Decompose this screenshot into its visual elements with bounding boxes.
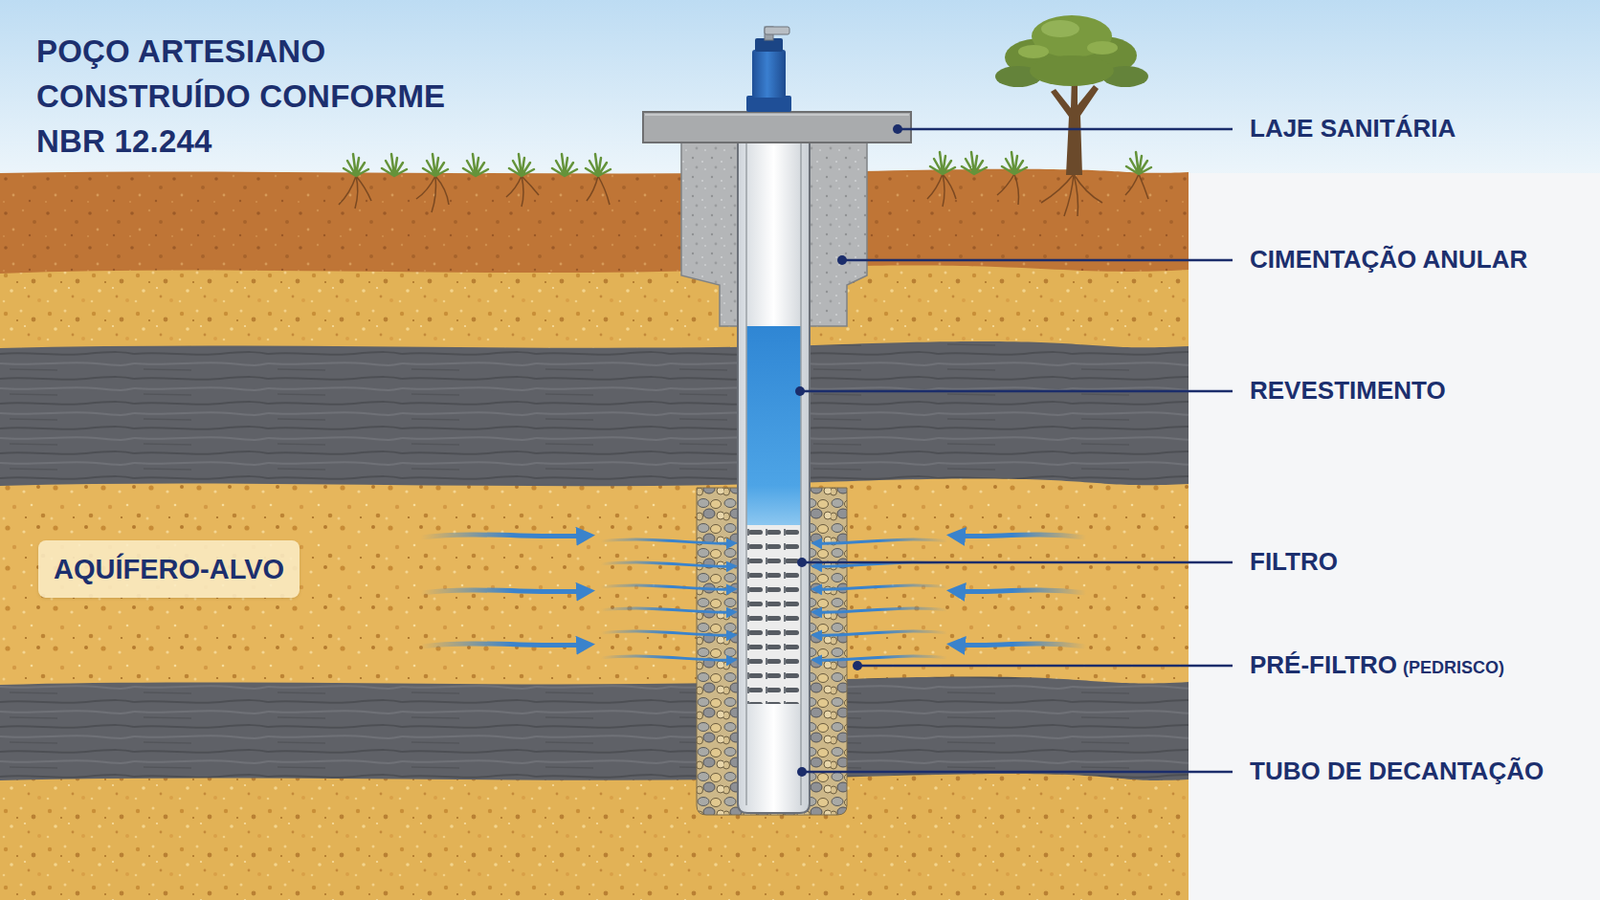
callout-label: REVESTIMENTO bbox=[1249, 376, 1446, 406]
callout-label: FILTRO bbox=[1249, 547, 1338, 578]
callout-label: CIMENTAÇÃO ANULAR bbox=[1249, 244, 1528, 275]
aquifer-tag: AQUÍFERO-ALVO bbox=[38, 540, 300, 599]
diagram-title: POÇO ARTESIANO CONSTRUÍDO CONFORME NBR 1… bbox=[36, 28, 515, 164]
callout-label: LAJE SANITÁRIA bbox=[1249, 113, 1456, 144]
region-label: AQUÍFERO-ALVO bbox=[53, 552, 285, 587]
callout-label: TUBO DE DECANTAÇÃO bbox=[1249, 756, 1544, 787]
callout-label: PRÉ-FILTRO bbox=[1249, 650, 1398, 681]
callout-label: (PEDRISCO) bbox=[1402, 658, 1505, 680]
